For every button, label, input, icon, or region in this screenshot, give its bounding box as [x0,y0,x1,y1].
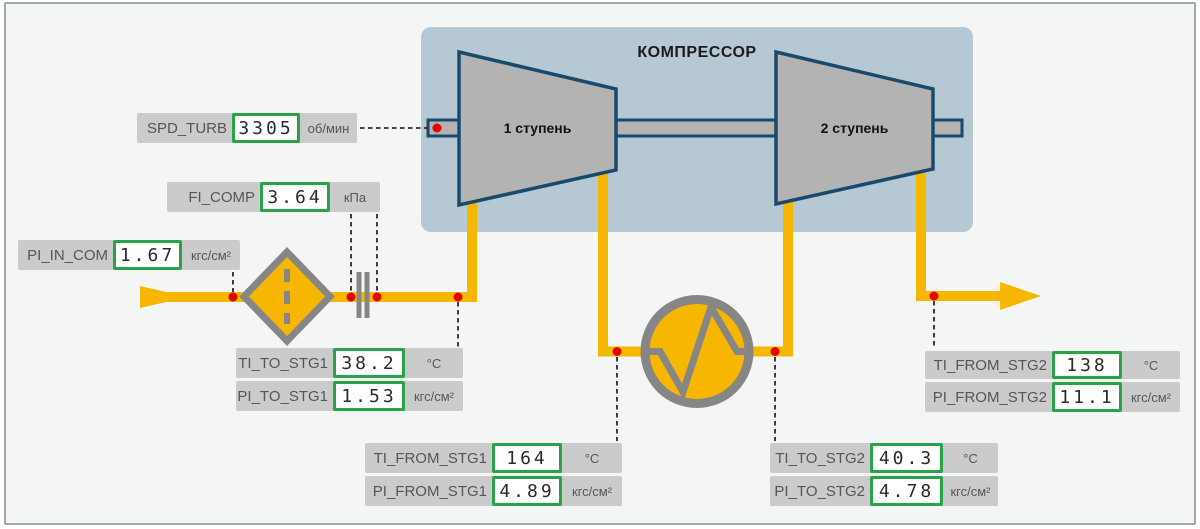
sensor-tag-label: PI_IN_COM [27,246,108,264]
orifice-plate-icon [356,272,370,318]
compressor-title: КОМПРЕССОР [637,44,757,61]
sensor-value-box[interactable]: 11.1 [1052,382,1122,412]
pipe-stage2-outlet [916,170,1002,301]
sensor-unit-label: кгс/см² [571,483,613,499]
sensor-value-box[interactable]: 138 [1052,351,1122,379]
sensor-unit-label: кгс/см² [1130,389,1172,405]
sensor-tag-label: PI_FROM_STG1 [372,482,487,500]
sensor-value-box[interactable]: 4.89 [492,476,562,506]
sensor-row-pi-from-stg2: PI_FROM_STG2 11.1 кгс/см² [925,382,1180,412]
outlet-arrow-icon [1000,282,1041,310]
sensor-unit-label: кгс/см² [190,247,232,263]
sensor-tag-label: TI_TO_STG1 [238,354,328,372]
sensor-row-pi-to-stg2: PI_TO_STG2 4.78 кгс/см² [770,476,998,506]
sensor-row-pi-in-com: PI_IN_COM 1.67 кгс/см² [18,240,240,270]
stage1-trapezoid [457,49,618,208]
sensor-value-box[interactable]: 3.64 [260,182,330,212]
sensor-value-box[interactable]: 38.2 [333,348,405,378]
sensor-row-pi-to-stg1: PI_TO_STG1 1.53 кгс/см² [236,381,463,411]
stage1-label: 1 ступень [503,120,572,136]
sensor-tag-label: TI_TO_STG2 [775,449,865,467]
sensor-row-ti-to-stg1: TI_TO_STG1 38.2 °C [236,348,463,378]
sensor-value-box[interactable]: 1.53 [333,381,405,411]
sensor-unit-label: кгс/см² [413,388,455,404]
sensor-value-box[interactable]: 3305 [232,113,300,143]
sensor-tag-label: TI_FROM_STG1 [373,449,487,467]
sensor-unit-label: °C [963,450,978,466]
sensor-row-pi-from-stg1: PI_FROM_STG1 4.89 кгс/см² [365,476,622,506]
sensor-value-box[interactable]: 40.3 [870,443,943,473]
sensor-row-spd-turb: SPD_TURB 3305 об/мин [137,113,357,143]
sensor-value-box[interactable]: 4.78 [870,476,943,506]
inlet-filter-icon [239,246,335,347]
instrument-connector-lines [232,127,935,441]
sensor-value-box[interactable]: 1.67 [113,240,182,270]
sensor-tag-label: PI_TO_STG1 [237,387,328,405]
stage2-label: 2 ступень [820,120,889,136]
sensor-unit-label: °C [584,450,600,466]
sensor-tag-label: FI_COMP [188,188,255,206]
sensor-tag-label: SPD_TURB [146,119,227,137]
sensor-tag-label: PI_FROM_STG2 [932,388,1047,406]
sensor-row-ti-from-stg2: TI_FROM_STG2 138 °C [925,351,1180,379]
inlet-flow-taper [140,286,166,308]
sensor-tag-label: PI_TO_STG2 [774,482,865,500]
sensor-unit-label: °C [1143,357,1159,373]
sensor-tag-label: TI_FROM_STG2 [933,356,1047,374]
stage2-trapezoid [774,49,935,207]
measurement-point-dots [228,123,939,356]
sensor-unit-label: кПа [343,189,367,205]
sensor-row-fi-comp: FI_COMP 3.64 кПа [167,182,380,212]
sensor-value-box[interactable]: 164 [492,443,562,473]
sensor-unit-label: об/мин [307,120,350,136]
sensor-unit-label: °C [426,355,442,371]
sensor-row-ti-from-stg1: TI_FROM_STG1 164 °C [365,443,622,473]
intercooler-icon [640,295,754,408]
sensor-unit-label: кгс/см² [950,483,991,499]
sensor-row-ti-to-stg2: TI_TO_STG2 40.3 °C [770,443,998,473]
